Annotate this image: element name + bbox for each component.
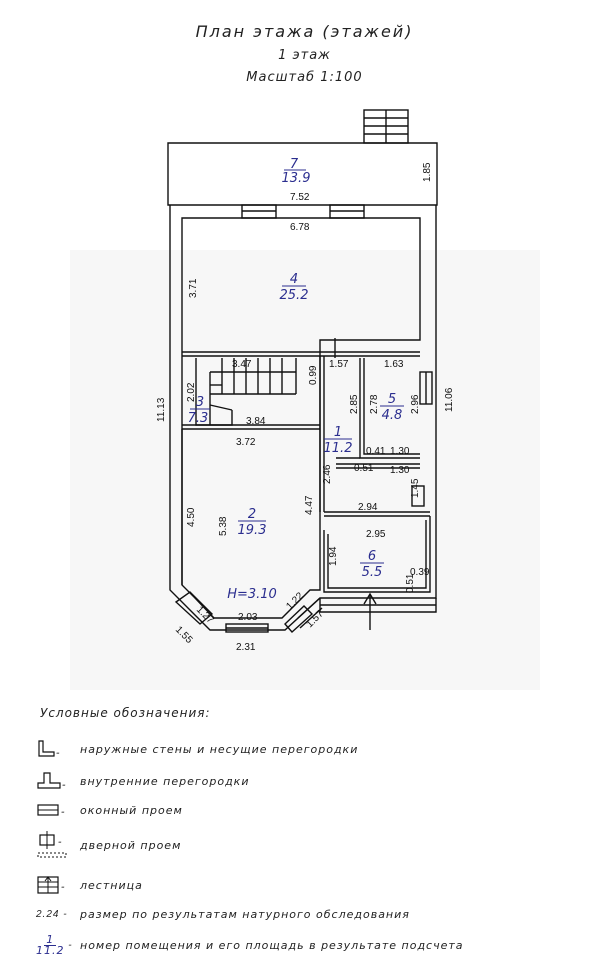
dim-1-57: 1.57	[329, 359, 349, 370]
dim-0-51-b: 0.51	[405, 573, 416, 593]
ceiling-height-label: H=3.10	[227, 587, 277, 602]
legend-item-room-number: 1 11.2 - номер помещения и его площадь в…	[36, 932, 464, 957]
door-icon: -	[36, 831, 80, 859]
outer-wall	[169, 205, 437, 631]
dim-2-03: 2.03	[238, 612, 258, 623]
door-right	[411, 485, 425, 507]
dim-2-31: 2.31	[236, 642, 256, 653]
inner-wall	[181, 217, 421, 619]
dim-1-85: 1.85	[422, 162, 433, 182]
room-1-label: 1 11.2	[324, 425, 353, 456]
room-labels: 7 13.9 4 25.2 3 7.3 5 4.8 1 11.2 2 19.3	[188, 157, 404, 602]
legend-item-dimension: 2.24 - размер по результатам натурного о…	[36, 907, 410, 921]
dim-0-99: 0.99	[308, 365, 319, 385]
watermark-area	[70, 250, 540, 690]
svg-text:13.9: 13.9	[282, 171, 311, 186]
dim-0-41: 0.41	[366, 446, 386, 457]
dim-1-30-a: 1.30	[390, 446, 410, 457]
svg-text:-: -	[61, 807, 66, 818]
room-7-label: 7 13.9	[282, 157, 311, 186]
dim-2-95: 2.95	[366, 529, 386, 540]
dim-2-46: 2.46	[322, 464, 333, 484]
stairs-icon: -	[36, 875, 80, 895]
dim-2-78: 2.78	[369, 394, 380, 414]
window-icon: -	[36, 800, 80, 820]
plan-title: План этажа (этажей)	[195, 22, 414, 41]
svg-text:7.3: 7.3	[188, 411, 209, 426]
outer-wall-icon: -	[36, 739, 80, 759]
dim-4-50: 4.50	[186, 507, 197, 527]
floor-label: 1 этаж	[278, 48, 331, 63]
svg-text:6: 6	[368, 549, 376, 564]
dim-6-78: 6.78	[290, 222, 310, 233]
svg-text:4.8: 4.8	[382, 408, 403, 423]
dim-2-94: 2.94	[358, 502, 378, 513]
svg-text:5.5: 5.5	[362, 565, 383, 580]
floor-plan: 1.85 7.52 6.78 3.71 11.13 11.06 3.47 1.5…	[70, 109, 540, 690]
dim-3-84: 3.84	[246, 416, 266, 427]
dim-1-63: 1.63	[384, 359, 404, 370]
window-bay-left	[174, 591, 214, 625]
dim-2-96: 2.96	[410, 394, 421, 414]
room-3-label: 3 7.3	[188, 395, 210, 426]
stairs	[209, 358, 297, 425]
legend-title: Условные обозначения:	[40, 706, 211, 720]
svg-text:2: 2	[248, 507, 256, 522]
legend-item-window: - оконный проем	[36, 799, 183, 821]
legend-item-outer-wall: - наружные стены и несущие перегородки	[36, 738, 358, 760]
svg-text:4: 4	[290, 272, 298, 287]
dim-11-06: 11.06	[444, 387, 455, 412]
svg-text:-: -	[58, 837, 63, 848]
svg-text:5: 5	[388, 392, 396, 407]
legend-item-stairs: - лестница	[36, 874, 143, 896]
svg-text:19.3: 19.3	[238, 523, 267, 538]
svg-text:25.2: 25.2	[280, 288, 309, 303]
window-bay-right	[284, 605, 314, 633]
dim-1-45: 1.45	[410, 478, 421, 498]
dim-2-02: 2.02	[186, 382, 197, 402]
room-6-label: 6 5.5	[360, 549, 384, 580]
room-2-label: 2 19.3	[238, 507, 267, 538]
legend-item-door: - дверной проем	[36, 831, 181, 859]
room-5-label: 5 4.8	[380, 392, 404, 423]
dim-1-94: 1.94	[328, 546, 339, 566]
dim-2-85: 2.85	[349, 394, 360, 414]
svg-text:7: 7	[290, 157, 299, 172]
dim-4-47: 4.47	[304, 495, 315, 515]
svg-text:-: -	[56, 748, 61, 759]
dim-5-38: 5.38	[218, 516, 229, 536]
dim-0-39: 0.39	[410, 567, 430, 578]
dim-11-13: 11.13	[156, 397, 167, 422]
sample-room-fraction: 1 11.2	[36, 932, 65, 957]
inner-partition-icon: -	[36, 771, 80, 791]
dim-3-72: 3.72	[236, 437, 256, 448]
dim-0-51: 0.51	[354, 463, 374, 474]
legend-item-inner-partition: - внутренние перегородки	[36, 770, 249, 792]
svg-text:-: -	[62, 780, 67, 791]
scale-label: Масштаб 1:100	[246, 70, 363, 85]
svg-text:3: 3	[196, 395, 204, 410]
svg-text:11.2: 11.2	[324, 441, 353, 456]
dim-3-47: 3.47	[232, 359, 252, 370]
svg-text:-: -	[61, 882, 66, 893]
room-7-outline	[167, 142, 438, 206]
sample-dimension: 2.24	[36, 908, 60, 920]
dim-3-71: 3.71	[188, 278, 199, 298]
dim-1-30-b: 1.30	[390, 465, 410, 476]
dim-7-52: 7.52	[290, 192, 310, 203]
room-4-label: 4 25.2	[280, 272, 309, 303]
svg-text:1: 1	[334, 425, 342, 440]
